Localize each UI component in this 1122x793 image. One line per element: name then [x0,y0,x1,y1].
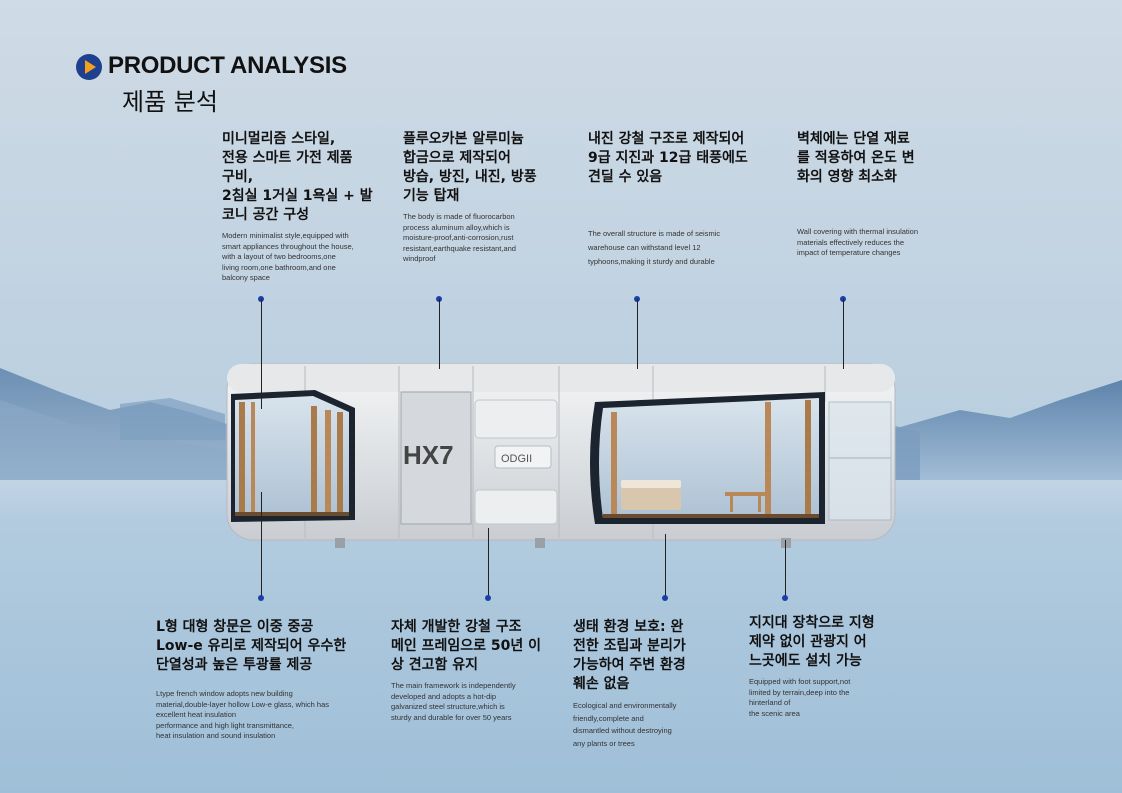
feature-thermal-insulation: 벽체에는 단열 재료 를 적용하여 온도 변 화의 영향 최소화 Wall co… [797,130,957,259]
feature-title-ko: 내진 강철 구조로 제작되어 9급 지진과 12급 태풍에도 견딜 수 있음 [588,131,748,185]
feature-title-ko: L형 대형 창문은 이중 중공 Low-e 유리로 제작되어 우수한 단열성과 … [156,619,347,673]
pointer-dot [782,595,788,601]
page-subtitle: 제품 분석 [122,88,218,116]
pointer-line [637,299,638,369]
feature-seismic-structure: 내진 강철 구조로 제작되어 9급 지진과 12급 태풍에도 견딜 수 있음 T… [588,130,783,269]
feature-title-ko: 벽체에는 단열 재료 를 적용하여 온도 변 화의 영향 최소화 [797,131,915,185]
pointer-dot [258,595,264,601]
feature-body-material: 플루오카본 알루미늄 합금으로 제작되어 방습, 방진, 내진, 방풍 기능 탑… [403,130,563,265]
pointer-line [261,299,262,409]
page-title: PRODUCT ANALYSIS [108,52,347,79]
feature-layout: 미니멀리즘 스타일, 전용 스마트 가전 제품 구비, 2침실 1거실 1욕실 … [222,130,392,284]
feature-steel-frame: 자체 개발한 강철 구조 메인 프레임으로 50년 이 상 견고함 유지 The… [391,618,566,723]
feature-title-ko: 자체 개발한 강철 구조 메인 프레임으로 50년 이 상 견고함 유지 [391,619,542,673]
feature-desc-en: Equipped with foot support,not limited b… [749,677,851,718]
play-icon [76,54,102,80]
pointer-dot [662,595,668,601]
pointer-dot [485,595,491,601]
pointer-line [665,534,666,596]
feature-foot-support: 지지대 장착으로 지형 제약 없이 관광지 어 느곳에도 설치 가능 Equip… [749,614,909,719]
feature-desc-en: The body is made of fluorocarbon process… [403,212,516,263]
feature-desc-en: Wall covering with thermal insulation ma… [797,227,919,257]
cabin-brand: ODGII [501,453,532,465]
feature-lowe-window: L형 대형 창문은 이중 중공 Low-e 유리로 제작되어 우수한 단열성과 … [156,618,371,742]
feature-desc-en: Ecological and environmentally friendly,… [573,701,677,748]
feature-eco-friendly: 생태 환경 보호: 완 전한 조립과 분리가 가능하여 주변 환경 훼손 없음 … [573,618,723,750]
pointer-line [488,528,489,596]
pointer-line [843,299,844,369]
feature-desc-en: The overall structure is made of seismic… [588,229,721,266]
pointer-line [261,492,262,596]
feature-title-ko: 플루오카본 알루미늄 합금으로 제작되어 방습, 방진, 내진, 방풍 기능 탑… [403,131,537,204]
feature-desc-en: Ltype french window adopts new building … [156,689,330,740]
feature-title-ko: 생태 환경 보호: 완 전한 조립과 분리가 가능하여 주변 환경 훼손 없음 [573,619,686,692]
feature-desc-en: The main framework is independently deve… [391,681,516,722]
pointer-line [785,540,786,596]
cabin-illustration: HX7 ODGII [226,363,896,548]
feature-title-ko: 미니멀리즘 스타일, 전용 스마트 가전 제품 구비, 2침실 1거실 1욕실 … [222,131,373,223]
feature-title-ko: 지지대 장착으로 지형 제약 없이 관광지 어 느곳에도 설치 가능 [749,615,875,669]
pointer-line [439,299,440,369]
cabin-logo: HX7 [403,440,454,470]
feature-desc-en: Modern minimalist style,equipped with sm… [222,231,354,282]
